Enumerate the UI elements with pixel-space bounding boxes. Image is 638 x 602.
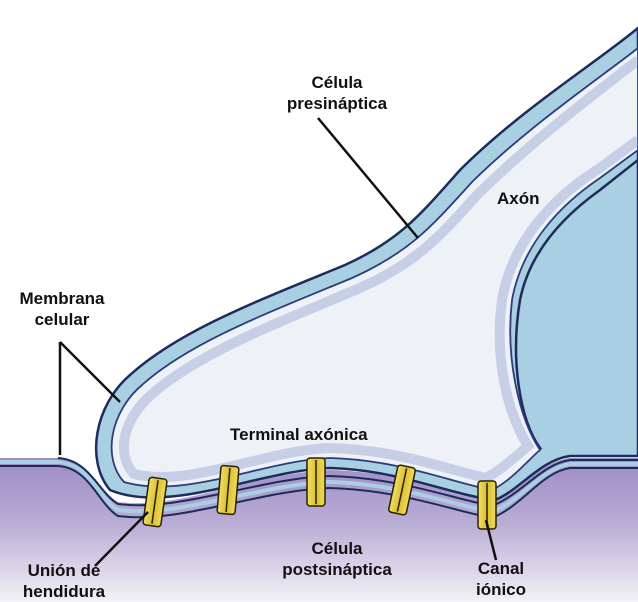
label-channel-line1: Canal	[456, 558, 546, 579]
label-channel-line2: iónico	[456, 579, 546, 600]
label-postsynaptic-cell: Célula postsináptica	[262, 538, 412, 580]
label-ion-channel: Canal iónico	[456, 558, 546, 600]
label-gap-line2: hendidura	[4, 581, 124, 602]
label-presynaptic-line2: presináptica	[262, 93, 412, 114]
label-membrane-line2: celular	[8, 309, 116, 330]
label-axon-terminal: Terminal axónica	[230, 424, 368, 445]
label-postsynaptic-line2: postsináptica	[262, 559, 412, 580]
label-gap-line1: Unión de	[4, 560, 124, 581]
leader-presynaptic	[318, 118, 418, 238]
label-membrane-line1: Membrana	[8, 288, 116, 309]
label-presynaptic-line1: Célula	[262, 72, 412, 93]
ion-channel-2	[217, 465, 239, 514]
label-cell-membrane: Membrana celular	[8, 288, 116, 330]
ion-channel-3	[307, 458, 325, 506]
label-postsynaptic-line1: Célula	[262, 538, 412, 559]
leader-membrane-1	[60, 342, 120, 402]
label-axon: Axón	[497, 188, 540, 209]
label-gap-junction: Unión de hendidura	[4, 560, 124, 602]
label-presynaptic-cell: Célula presináptica	[262, 72, 412, 114]
